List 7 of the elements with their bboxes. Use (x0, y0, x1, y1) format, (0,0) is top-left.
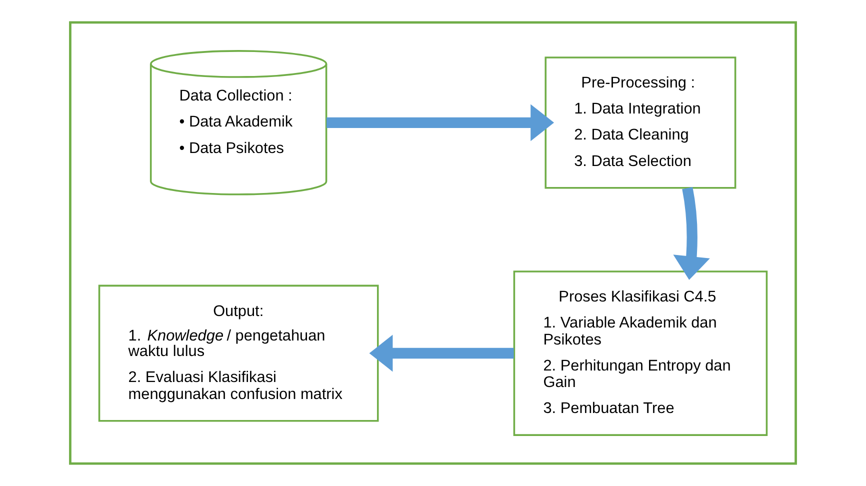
arrow (673, 187, 710, 280)
node-box: Proses Klasifikasi C4.5 1. Variable Akademik dan Psikotes 2. Perhitungan Entropy dan Gain 3. Pembuatan Tree (513, 270, 768, 436)
node-box: Pre-Processing : 1. Data Integration 2. Data Cleaning 3. Data Selection (544, 56, 736, 189)
node-box: Output: 1. Knowledge / pengetahuan waktu lulus 2. Evaluasi Klasifikasi menggunakan confusion matrix (98, 284, 379, 422)
arrow (369, 334, 514, 372)
cluster (69, 21, 797, 465)
arrow (326, 104, 554, 142)
